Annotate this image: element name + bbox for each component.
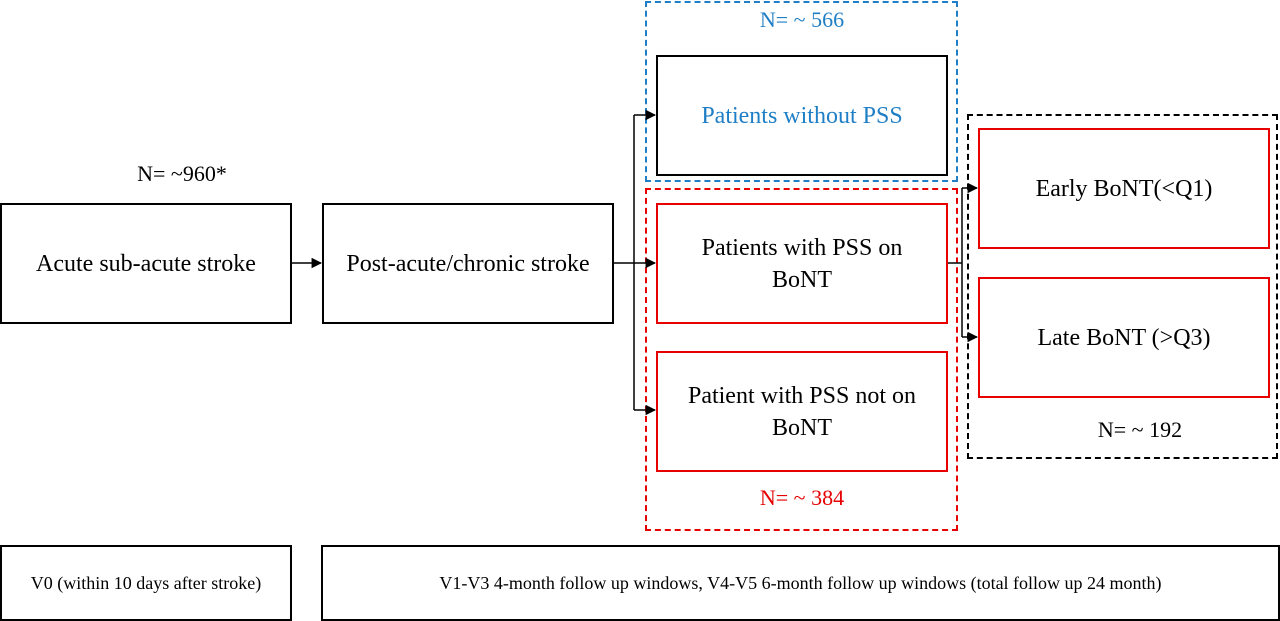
bont-timing-group — [967, 114, 1278, 459]
v0-timeline-label: V0 (within 10 days after stroke) — [30, 573, 262, 593]
early-bont-label: Early BoNT(<Q1) — [1035, 175, 1213, 202]
follow-up-timeline-label: V1-V3 4-month follow up windows, V4-V5 6… — [439, 573, 1162, 593]
with-pss-count-label: N= ~ 384 — [759, 485, 845, 510]
patients-pss-on-bont-label-line2: BoNT — [772, 266, 832, 293]
follow-up-timeline-box: V1-V3 4-month follow up windows, V4-V5 6… — [321, 545, 1280, 621]
bont-timing-count-label: N= ~ 192 — [1097, 417, 1183, 442]
post-acute-stroke-label: Post-acute/chronic stroke — [346, 250, 590, 277]
without-pss-count-label: N= ~ 566 — [759, 7, 845, 32]
patients-without-pss-node: Patients without PSS — [656, 55, 948, 176]
with-pss-group — [645, 188, 958, 531]
total-count-label: N= ~960* — [137, 161, 227, 186]
v0-timeline-box: V0 (within 10 days after stroke) — [0, 545, 292, 621]
patients-pss-on-bont-label-line1: Patients with PSS on — [701, 234, 903, 261]
patients-pss-on-bont-node: Patients with PSS on BoNT — [656, 203, 948, 324]
patient-pss-not-on-bont-label-line2: BoNT — [772, 414, 832, 441]
without-pss-group — [645, 1, 958, 182]
acute-stroke-label: Acute sub-acute stroke — [36, 250, 256, 277]
patients-without-pss-label: Patients without PSS — [701, 102, 903, 129]
patient-pss-not-on-bont-node: Patient with PSS not on BoNT — [656, 351, 948, 472]
patient-pss-not-on-bont-label-line1: Patient with PSS not on — [687, 382, 917, 409]
acute-stroke-node: Acute sub-acute stroke — [0, 203, 292, 324]
late-bont-node: Late BoNT (>Q3) — [978, 277, 1270, 398]
late-bont-label: Late BoNT (>Q3) — [1037, 324, 1211, 351]
early-bont-node: Early BoNT(<Q1) — [978, 128, 1270, 249]
post-acute-stroke-node: Post-acute/chronic stroke — [322, 203, 614, 324]
